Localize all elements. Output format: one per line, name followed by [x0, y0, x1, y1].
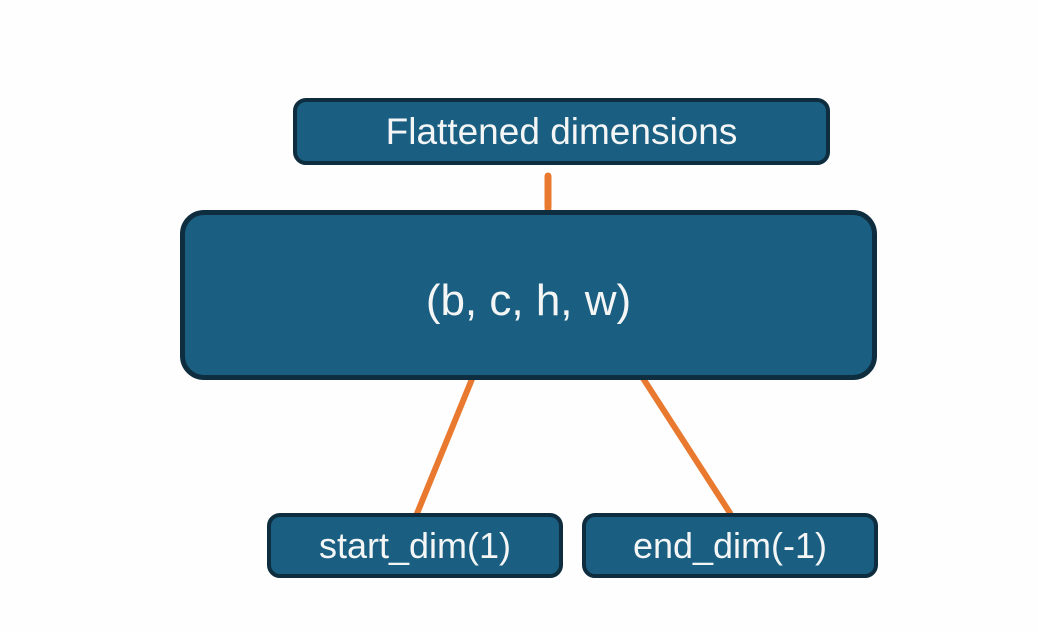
- end-dim-label: end_dim(-1): [632, 524, 828, 566]
- start-dim-box: start_dim(1): [267, 513, 563, 578]
- end-dim-box: end_dim(-1): [582, 513, 878, 578]
- start-dim-arrow-line: [413, 354, 484, 519]
- tensor-shape-label: (b, c, h, w): [425, 276, 632, 325]
- start-dim-label: start_dim(1): [318, 524, 512, 566]
- tensor-shape-box: (b, c, h, w): [180, 210, 877, 380]
- flattened-dimensions-box: Flattened dimensions: [293, 98, 830, 165]
- flattened-dimensions-label: Flattened dimensions: [385, 110, 738, 152]
